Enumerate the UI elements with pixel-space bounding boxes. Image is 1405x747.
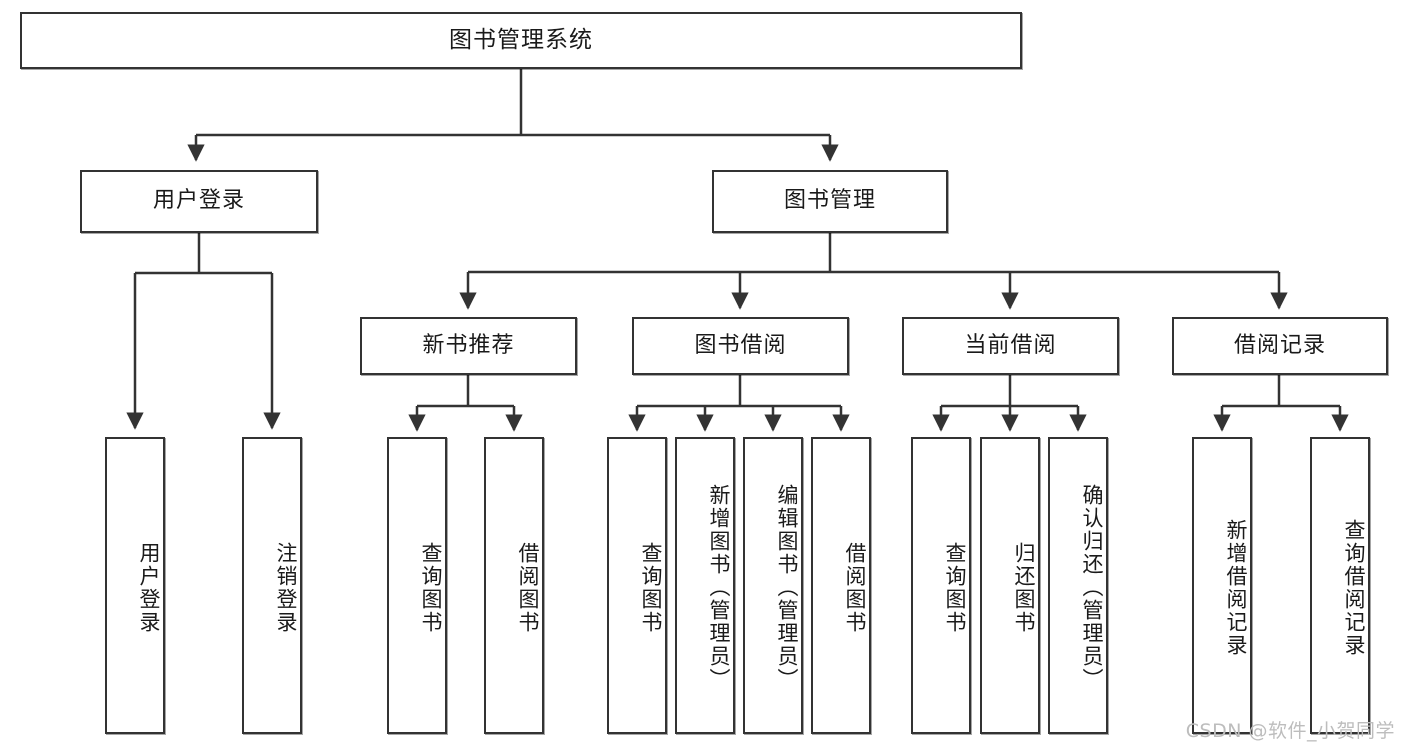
leaf-label: 确认归还（管理员）: [1080, 484, 1104, 691]
leaf-confirm-return-admin[interactable]: 确认归还（管理员）: [1048, 437, 1108, 734]
leaf-add-book-admin[interactable]: 新增图书（管理员）: [675, 437, 735, 734]
leaf-user-login[interactable]: 用户登录: [105, 437, 165, 734]
leaf-label: 查询图书: [639, 541, 663, 634]
leaf-query-borrow-record[interactable]: 查询借阅记录: [1310, 437, 1370, 734]
leaf-label: 编辑图书（管理员）: [775, 484, 799, 691]
leaf-return-book[interactable]: 归还图书: [980, 437, 1040, 734]
leaf-label: 借阅图书: [516, 541, 540, 634]
leaf-label: 用户登录: [137, 541, 161, 634]
leaf-label: 查询图书: [419, 541, 443, 634]
leaf-query-book-recommend[interactable]: 查询图书: [387, 437, 447, 734]
leaf-label: 归还图书: [1012, 541, 1036, 634]
leaf-label: 新增图书（管理员）: [707, 484, 731, 691]
leaf-borrow-book[interactable]: 借阅图书: [811, 437, 871, 734]
leaf-query-book-borrow[interactable]: 查询图书: [607, 437, 667, 734]
leaf-borrow-book-recommend[interactable]: 借阅图书: [484, 437, 544, 734]
leaf-label: 新增借阅记录: [1224, 518, 1248, 657]
leaf-add-borrow-record[interactable]: 新增借阅记录: [1192, 437, 1252, 734]
leaf-label: 借阅图书: [843, 541, 867, 634]
leaf-user-logout[interactable]: 注销登录: [242, 437, 302, 734]
node-borrow-record[interactable]: 借阅记录: [1172, 317, 1388, 375]
leaf-query-book-current[interactable]: 查询图书: [911, 437, 971, 734]
leaf-label: 查询借阅记录: [1342, 518, 1366, 657]
node-user-login[interactable]: 用户登录: [80, 170, 318, 233]
node-root-system[interactable]: 图书管理系统: [20, 12, 1022, 69]
csdn-watermark: CSDN @软件_小贺同学: [1185, 720, 1395, 742]
node-current-borrow[interactable]: 当前借阅: [902, 317, 1119, 375]
leaf-edit-book-admin[interactable]: 编辑图书（管理员）: [743, 437, 803, 734]
node-book-management[interactable]: 图书管理: [712, 170, 948, 233]
node-new-book-recommend[interactable]: 新书推荐: [360, 317, 577, 375]
leaf-label: 注销登录: [274, 541, 298, 634]
leaf-label: 查询图书: [943, 541, 967, 634]
node-book-borrow[interactable]: 图书借阅: [632, 317, 849, 375]
